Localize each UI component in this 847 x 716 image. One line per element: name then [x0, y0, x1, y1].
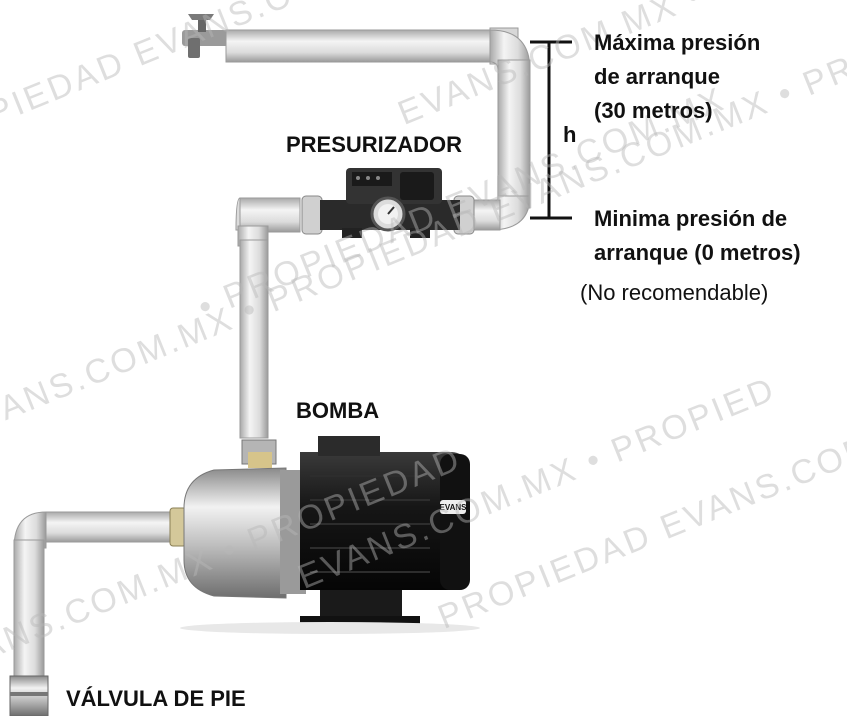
- motor-badge: EVANS: [440, 503, 468, 512]
- min-pressure-line-2: arranque (0 metros): [594, 240, 801, 265]
- height-bracket: [530, 40, 572, 220]
- valvula-label: VÁLVULA DE PIE: [66, 686, 246, 711]
- bomba-label: BOMBA: [296, 398, 380, 423]
- max-pressure-line-1: Máxima presión: [594, 30, 761, 55]
- height-label: h: [563, 122, 577, 147]
- foot-valve-icon: [9, 675, 49, 716]
- min-pressure-line-3: (No recomendable): [580, 280, 769, 305]
- presurizador-device: [320, 168, 460, 238]
- discharge-pipe: [225, 27, 531, 231]
- faucet-icon: [182, 14, 228, 58]
- pump: EVANS: [180, 436, 480, 634]
- max-pressure-line-2: de arranque: [594, 64, 720, 89]
- presurizador-inlet-pipe: [235, 195, 323, 439]
- min-pressure-line-1: Minima presión de: [594, 206, 788, 231]
- max-pressure-line-3: (30 metros): [594, 98, 713, 123]
- presurizador-label: PRESURIZADOR: [286, 132, 463, 157]
- suction-pipe: [13, 507, 187, 691]
